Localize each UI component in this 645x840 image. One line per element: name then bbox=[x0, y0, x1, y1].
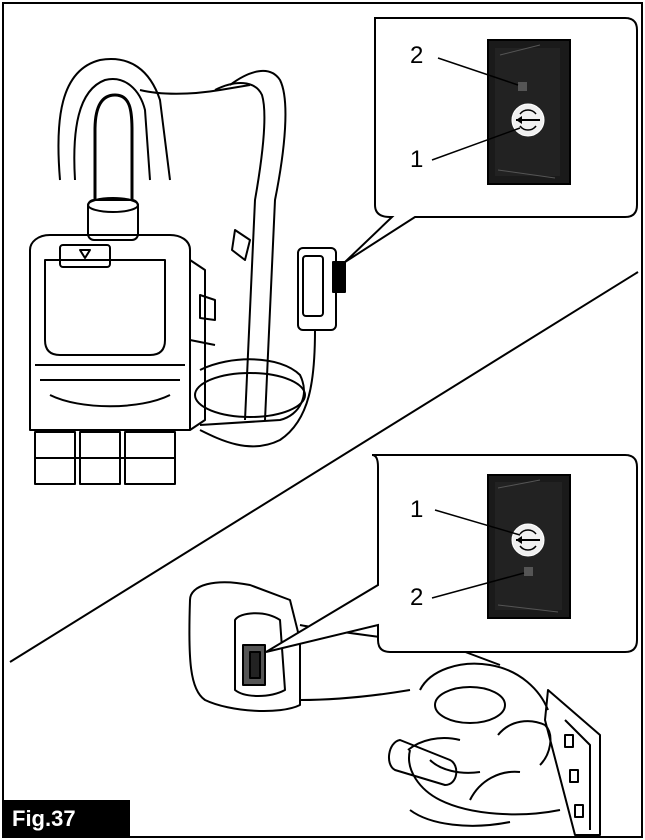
leader-line-bottom-1 bbox=[434, 509, 521, 536]
leader-line-top-2 bbox=[437, 57, 519, 86]
diagonal-divider bbox=[9, 271, 639, 663]
indicator-lamp-icon bbox=[524, 567, 533, 576]
bottom-callout-bubble bbox=[265, 454, 638, 653]
callout-number-top-1: 1 bbox=[410, 146, 424, 173]
callout-number-bottom-1: 1 bbox=[410, 496, 424, 523]
top-callout-bubble bbox=[344, 17, 638, 263]
indicator-lamp-icon bbox=[518, 82, 527, 91]
callout-number-top-2: 2 bbox=[410, 42, 424, 69]
backpack-power-unit-illustration bbox=[29, 58, 346, 485]
callout-number-bottom-2: 2 bbox=[410, 584, 424, 611]
power-button-icon bbox=[511, 523, 545, 557]
leader-line-top-1 bbox=[431, 127, 521, 161]
figure-label: Fig.37 bbox=[4, 800, 130, 838]
leader-line-bottom-2 bbox=[431, 572, 525, 599]
power-button-icon bbox=[511, 103, 545, 137]
